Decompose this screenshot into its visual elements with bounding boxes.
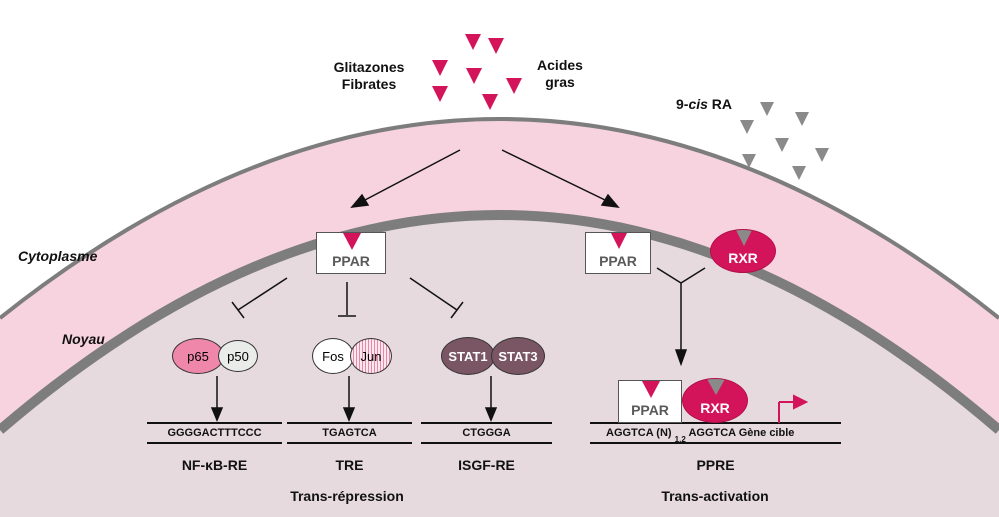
dimer-join-left [656, 267, 682, 284]
p50-label: p50 [227, 348, 249, 364]
arrowhead [342, 407, 356, 422]
inhibition-bar-nfkb [231, 301, 245, 319]
element-isgf: ISGF-RE [458, 457, 515, 473]
ra-prefix: 9- [676, 96, 689, 112]
ppar-bound: PPAR [618, 380, 682, 423]
nuclear-membrane [0, 210, 999, 434]
ligand-triangle [465, 34, 481, 50]
ligand-bound-icon [642, 381, 660, 398]
arrowhead [350, 193, 370, 208]
ppar-label-left: PPAR [332, 253, 370, 269]
jun-subunit: Jun [350, 338, 392, 374]
ligand-bound-icon [707, 379, 725, 395]
element-nfkb: NF-κB-RE [181, 457, 248, 473]
transcription-start-icon [793, 394, 809, 410]
ligand-triangle [815, 148, 829, 162]
dimer-join-right [680, 267, 706, 284]
fos-label: Fos [322, 348, 344, 364]
fos-subunit: Fos [312, 338, 354, 374]
cell-membrane [0, 117, 999, 320]
ligand-triangle [482, 94, 498, 110]
ligand-bound-icon [611, 233, 627, 249]
arrow-to-ppar-right [501, 149, 606, 201]
ligand-triangle [742, 154, 756, 168]
element-tre: TRE [335, 457, 364, 473]
ligand-triangle [775, 138, 789, 152]
title-transrepression: Trans-répression [290, 488, 404, 504]
label-cytoplasm: Cytoplasme [18, 248, 98, 264]
ligand-triangle [506, 78, 522, 94]
inhibition-line-nfkb [237, 277, 288, 311]
ra-suffix: RA [707, 96, 733, 112]
label-nucleus: Noyau [62, 331, 105, 347]
ppar-label-right: PPAR [599, 253, 637, 269]
p65-subunit: p65 [172, 338, 224, 374]
ligand-9cis-ra: 9-cis RA [676, 96, 732, 112]
ligand-triangle [488, 38, 504, 54]
ppar-bound-label: PPAR [631, 402, 669, 418]
ligand-triangle [795, 112, 809, 126]
ra-ligands [740, 102, 829, 180]
ligand-glitazones: Glitazones [333, 59, 405, 75]
arrowhead [484, 407, 498, 422]
p65-label: p65 [187, 348, 209, 364]
sequence-isgf: CTGGGA [462, 427, 511, 439]
element-ppre: PPRE [696, 457, 735, 473]
ligand-label-left: Glitazones Fibrates [330, 59, 408, 93]
ligand-triangle [740, 120, 754, 134]
ligand-acides: Acides [537, 57, 583, 73]
ligand-triangle [432, 60, 448, 76]
rxr-receptor: RXR [710, 229, 776, 273]
ligand-label-right: Acides gras [530, 57, 590, 91]
stat3-subunit: STAT3 [491, 337, 545, 375]
arrowhead [674, 349, 688, 367]
rxr-bound: RXR [682, 378, 748, 423]
ppre-seq-sub: 1,2 [674, 435, 686, 445]
ligand-gras: gras [545, 74, 575, 90]
arrowhead [600, 193, 620, 208]
p50-subunit: p50 [218, 340, 258, 372]
ra-italic: cis [688, 96, 708, 112]
ligand-triangle [760, 102, 774, 116]
ligand-triangle [432, 86, 448, 102]
ligand-triangle [466, 68, 482, 84]
stat3-label: STAT3 [498, 348, 538, 364]
rxr-bound-label: RXR [700, 399, 730, 416]
sequence-nfkb: GGGGACTTTCCC [167, 427, 262, 439]
inhibition-line-isgf [409, 277, 458, 311]
ppar-ligands [432, 34, 522, 110]
rxr-label: RXR [728, 250, 758, 266]
jun-label: Jun [360, 348, 382, 364]
ppre-seq-a: AGGTCA (N) [606, 427, 672, 439]
stat1-subunit: STAT1 [441, 337, 495, 375]
ligand-triangle [792, 166, 806, 180]
ppar-receptor-right: PPAR [585, 232, 651, 274]
ligand-bound-icon [736, 230, 752, 246]
ppar-receptor-left: PPAR [316, 232, 386, 274]
sequence-ppre: AGGTCA (N) 1,2 AGGTCA Gène cible [606, 427, 795, 445]
ligand-fibrates: Fibrates [341, 76, 397, 92]
ppre-seq-b: AGGTCA Gène cible [688, 427, 795, 439]
arrow-to-ppar-left [364, 149, 461, 201]
arrowhead [210, 407, 224, 422]
ligand-bound-icon [343, 233, 361, 250]
title-transactivation: Trans-activation [661, 488, 769, 504]
stat1-label: STAT1 [448, 348, 488, 364]
inhibition-bar-isgf [450, 301, 464, 319]
sequence-tre: TGAGTCA [322, 427, 377, 439]
